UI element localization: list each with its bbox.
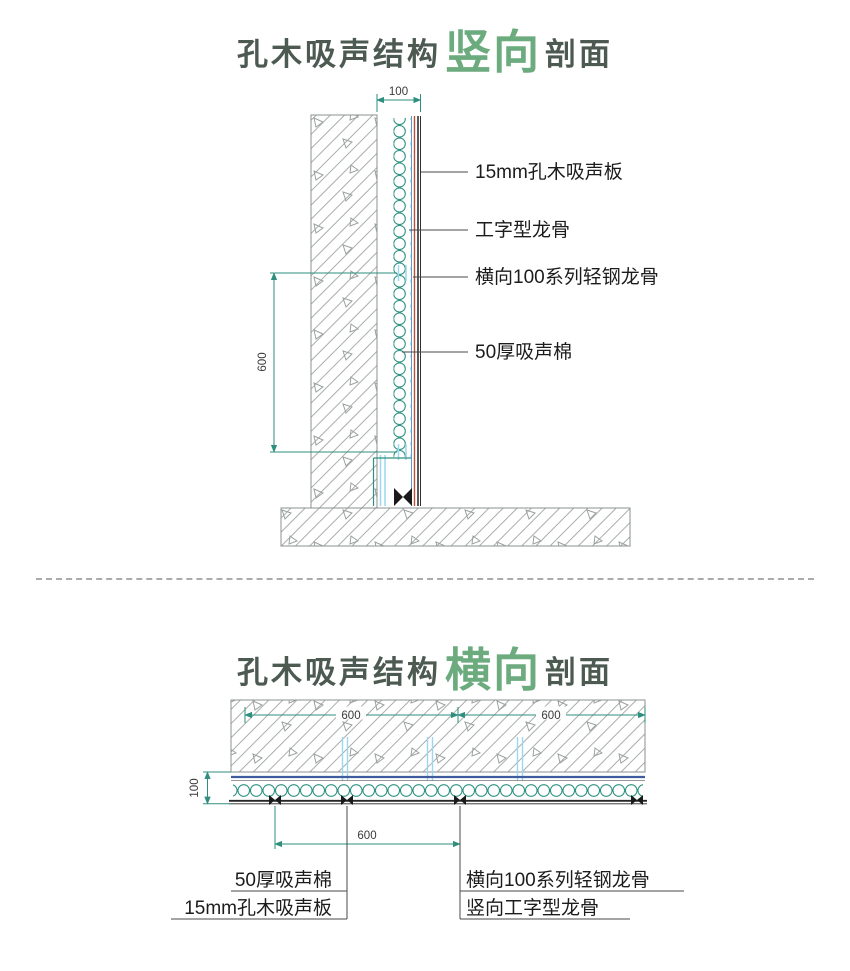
acoustic-panel-layers xyxy=(411,116,421,506)
title-highlight: 横向 xyxy=(445,644,541,696)
callout-insulation-label: 50厚吸声棉 xyxy=(475,341,572,363)
callout-steel-keel-label: 横向100系列轻钢龙骨 xyxy=(475,266,659,288)
wall-section xyxy=(310,114,378,509)
callout-steel-keel: 横向100系列轻钢龙骨 xyxy=(413,266,659,288)
callout-insulation-label: 50厚吸声棉 xyxy=(235,869,332,891)
title-prefix: 孔木吸声结构 xyxy=(237,655,441,690)
dim-top-value: 100 xyxy=(389,86,408,98)
callout-acoustic-panel: 15mm孔木吸声板 xyxy=(421,161,623,183)
title-suffix: 剖面 xyxy=(545,655,613,690)
dim-bottom-spacing-600: 600 xyxy=(274,806,461,849)
dim-panel-assembly-100: 100 xyxy=(376,86,422,112)
dim-bottom-value: 600 xyxy=(357,830,376,842)
fastener-marks xyxy=(269,795,643,805)
acoustic-panel-layers-horizontal xyxy=(229,799,647,805)
title-highlight: 竖向 xyxy=(445,26,541,78)
callout-ibeam-keel-label: 竖向工字型龙骨 xyxy=(466,897,599,919)
section-divider xyxy=(36,578,814,580)
callout-insulation: 50厚吸声棉 xyxy=(402,341,572,363)
vertical-section-drawing: 100 600 15mm孔木吸声板 工字型龙骨 横向100系列轻钢龙骨 xyxy=(257,86,659,547)
floor-slab xyxy=(280,507,631,547)
keel-channel-line xyxy=(231,775,645,781)
dim-top1-value: 600 xyxy=(341,710,360,722)
insulation-coils-horizontal xyxy=(233,782,643,799)
dim-top2-value: 600 xyxy=(541,710,560,722)
floor-anchor-detail xyxy=(372,457,412,506)
title-suffix: 剖面 xyxy=(545,37,613,72)
keel-markers-blue xyxy=(379,265,407,506)
callout-acoustic-panel-label: 15mm孔木吸声板 xyxy=(184,897,332,919)
title-prefix: 孔木吸声结构 xyxy=(237,37,441,72)
insulation-coils-vertical xyxy=(393,118,411,457)
callout-acoustic-panel-label: 15mm孔木吸声板 xyxy=(475,161,623,183)
vertical-section-title: 孔木吸声结构竖向剖面 xyxy=(0,16,850,82)
horizontal-section-drawing: 600 600 100 600 50厚吸声棉 15mm孔木吸声板 横向10 xyxy=(171,699,684,920)
horizontal-section-title: 孔木吸声结构横向剖面 xyxy=(0,634,850,700)
callouts-horizontal: 50厚吸声棉 15mm孔木吸声板 横向100系列轻钢龙骨 竖向工字型龙骨 xyxy=(171,806,684,920)
dim-keel-spacing-600: 600 xyxy=(257,272,397,453)
dim-left-value: 600 xyxy=(257,352,269,371)
callout-ibeam-keel-label: 工字型龙骨 xyxy=(475,219,570,241)
callout-ibeam-keel: 工字型龙骨 xyxy=(409,219,570,241)
vertical-keel-markers xyxy=(341,737,524,781)
dim-top-keel-spacing: 600 600 xyxy=(244,706,646,723)
dim-assembly-thickness-100: 100 xyxy=(189,771,231,805)
dim-left-value: 100 xyxy=(189,778,201,797)
callout-steel-keel-label: 横向100系列轻钢龙骨 xyxy=(466,869,650,891)
wall-section-horizontal xyxy=(230,699,646,773)
callouts-vertical: 15mm孔木吸声板 工字型龙骨 横向100系列轻钢龙骨 50厚吸声棉 xyxy=(402,161,659,363)
